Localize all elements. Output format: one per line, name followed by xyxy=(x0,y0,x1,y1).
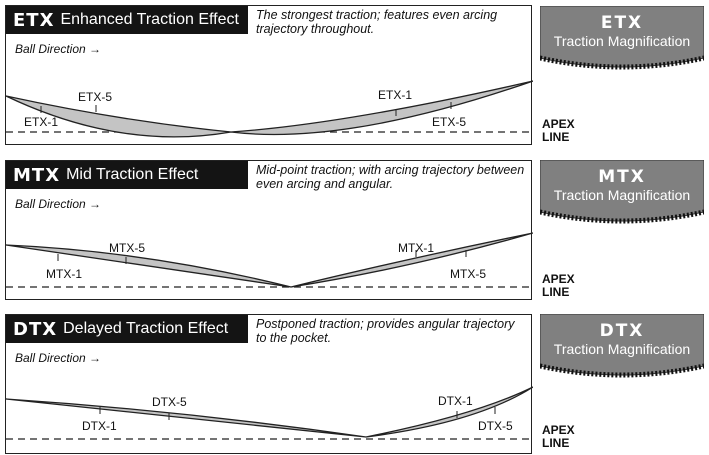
etx-description: The strongest traction; features even ar… xyxy=(256,8,498,36)
etx-badge-text: Traction Magnification xyxy=(553,33,691,49)
etx-code: ETX xyxy=(13,9,55,31)
mtx-title: Mid Traction Effect xyxy=(66,166,199,183)
mtx-label-mtx1-right: MTX-1 xyxy=(398,241,434,255)
mtx-description: Mid-point traction; with arcing trajecto… xyxy=(256,163,525,191)
etx-panel: ETX Enhanced Traction Effect The stronge… xyxy=(5,5,533,145)
dtx-header: DTX Delayed Traction Effect xyxy=(6,315,248,343)
etx-traction-magnification-badge: ETX Traction Magnification xyxy=(539,5,705,78)
dtx-apex-word: APEX xyxy=(542,423,575,437)
dtx-line-word: LINE xyxy=(542,436,570,450)
etx-title: Enhanced Traction Effect xyxy=(60,11,239,28)
mtx-traction-magnification-badge: MTX Traction Magnification xyxy=(539,159,705,232)
etx-label-etx5-right: ETX-5 xyxy=(432,115,466,129)
mtx-header: MTX Mid Traction Effect xyxy=(6,161,248,189)
dtx-apex-label: APEX LINE xyxy=(542,424,575,450)
dtx-badge-text: Traction Magnification xyxy=(553,341,691,357)
dtx-label-dtx5-left: DTX-5 xyxy=(152,395,187,409)
etx-trajectory-diagram: ETX-5 ETX-1 ETX-1 ETX-5 xyxy=(6,80,533,138)
dtx-shaded-region xyxy=(6,386,533,438)
mtx-label-mtx5-left: MTX-5 xyxy=(109,241,145,255)
mtx-label-mtx5-right: MTX-5 xyxy=(450,267,486,281)
mtx-label-mtx1-left: MTX-1 xyxy=(46,267,82,281)
mtx-badge-shape xyxy=(539,159,705,224)
etx-shaded-region xyxy=(6,80,533,138)
etx-badge-shape xyxy=(539,5,705,70)
dtx-panel: DTX Delayed Traction Effect Postponed tr… xyxy=(5,314,533,454)
dtx-title: Delayed Traction Effect xyxy=(63,320,229,337)
mtx-trajectory-diagram: MTX-5 MTX-1 MTX-1 MTX-5 xyxy=(6,232,533,288)
mtx-apex-label: APEX LINE xyxy=(542,273,575,299)
etx-line-word: LINE xyxy=(542,130,570,144)
mtx-badge-code: MTX xyxy=(598,167,646,187)
dtx-traction-magnification-badge: DTX Traction Magnification xyxy=(539,313,705,386)
etx-apex-word: APEX xyxy=(542,117,575,131)
etx-label-etx1-right: ETX-1 xyxy=(378,88,412,102)
etx-label-etx1-left: ETX-1 xyxy=(24,115,58,129)
mtx-line-word: LINE xyxy=(542,285,570,299)
dtx-description: Postponed traction; provides angular tra… xyxy=(256,317,515,345)
mtx-apex-word: APEX xyxy=(542,272,575,286)
mtx-ball-direction: Ball Direction → xyxy=(15,197,102,211)
dtx-code: DTX xyxy=(13,318,58,340)
dtx-badge-code: DTX xyxy=(599,321,645,341)
dtx-label-dtx1-left: DTX-1 xyxy=(82,419,117,433)
mtx-panel: MTX Mid Traction Effect Mid-point tracti… xyxy=(5,160,533,300)
dtx-label-dtx1-right: DTX-1 xyxy=(438,394,473,408)
etx-ball-direction: Ball Direction → xyxy=(15,42,102,56)
mtx-badge-text: Traction Magnification xyxy=(553,187,691,203)
dtx-ball-direction: Ball Direction → xyxy=(15,351,102,365)
dtx-badge-shape xyxy=(539,313,705,378)
etx-label-etx5-left: ETX-5 xyxy=(78,90,112,104)
etx-header: ETX Enhanced Traction Effect xyxy=(6,6,248,34)
etx-apex-label: APEX LINE xyxy=(542,118,575,144)
etx-badge-code: ETX xyxy=(600,13,644,33)
mtx-code: MTX xyxy=(13,164,61,186)
dtx-trajectory-diagram: DTX-5 DTX-1 DTX-1 DTX-5 xyxy=(6,386,533,440)
mtx-shaded-region xyxy=(6,232,533,288)
dtx-label-dtx5-right: DTX-5 xyxy=(478,419,513,433)
